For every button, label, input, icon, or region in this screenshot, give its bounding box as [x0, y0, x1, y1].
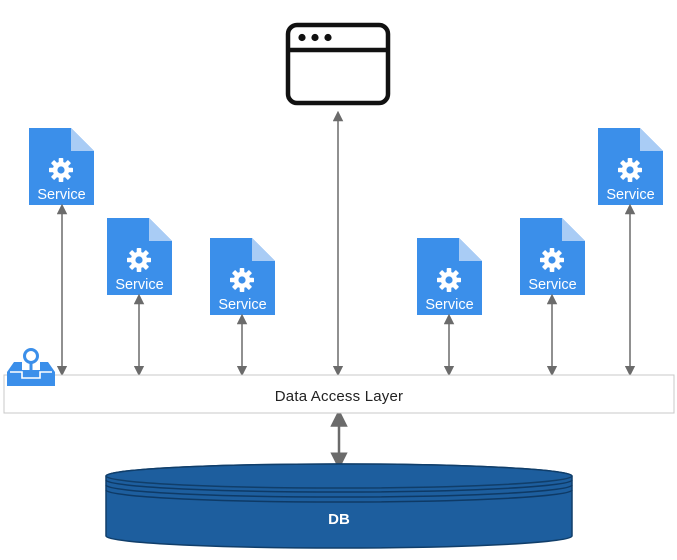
data-access-layer: Data Access Layer: [3, 374, 675, 414]
service-node-4: Service: [417, 238, 482, 315]
connectors: [56, 110, 636, 470]
service-node-6: Service: [598, 128, 663, 205]
service-label: Service: [528, 277, 576, 293]
service-node-1: Service: [29, 128, 94, 205]
service-label: Service: [606, 187, 654, 203]
database-label: DB: [328, 511, 350, 528]
service-label: Service: [37, 187, 85, 203]
service-label: Service: [218, 297, 266, 313]
service-label: Service: [425, 297, 473, 313]
service-node-3: Service: [210, 238, 275, 315]
service-label: Service: [115, 277, 163, 293]
data-access-layer-label: Data Access Layer: [275, 388, 403, 405]
browser-window-icon: [285, 22, 391, 106]
database-cylinder-icon: DB: [105, 463, 573, 549]
service-node-5: Service: [520, 218, 585, 295]
inbox-upload-icon: [7, 348, 55, 386]
service-node-2: Service: [107, 218, 172, 295]
